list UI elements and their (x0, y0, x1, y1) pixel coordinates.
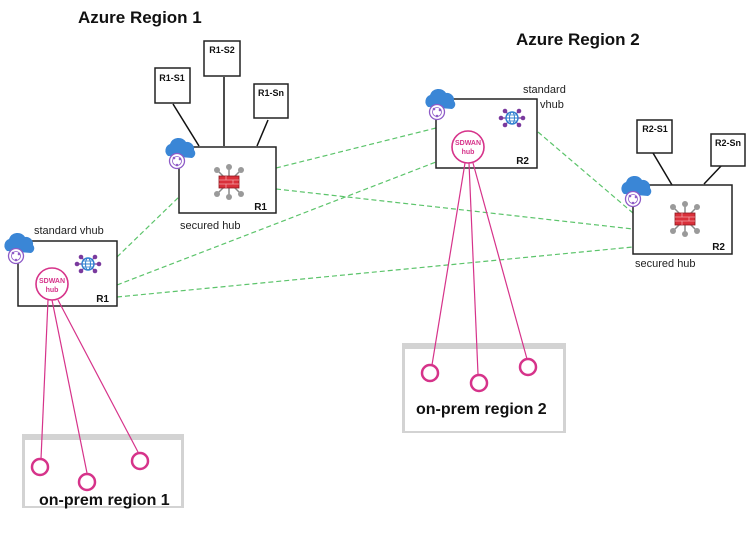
spoke-r2-sn[interactable]: R2-Sn (710, 133, 746, 167)
hub-r1-secured[interactable]: R1 secured hub (164, 137, 277, 232)
region-1-title: Azure Region 1 (78, 8, 202, 27)
onprem-site[interactable] (77, 472, 97, 492)
onprem-site[interactable] (518, 357, 538, 377)
spoke-r1-sn[interactable]: R1-Sn (253, 83, 289, 119)
sdwan-label: SDWAN (39, 278, 65, 285)
sdwan-label: hub (46, 287, 59, 294)
sdwan-label: SDWAN (455, 140, 481, 147)
onprem-label: on-prem region 1 (39, 492, 170, 509)
mesh-link-r1sec-r2sec (275, 188, 634, 230)
spoke-r1-s2[interactable]: R1-S2 (203, 40, 241, 77)
onprem-label: on-prem region 2 (416, 401, 547, 418)
hub-tag: R2 (516, 156, 529, 167)
sdwan-links-r1 (40, 299, 139, 474)
spoke-r2-s1[interactable]: R2-S1 (636, 119, 673, 154)
spoke-label: R1-S1 (159, 73, 185, 83)
r2-spoke-links (652, 152, 723, 186)
mesh-link-r1std-r2std (116, 161, 437, 286)
sdwan-hub-r2[interactable]: SDWAN hub (451, 130, 485, 164)
mesh-link-r2std-r2sec (537, 131, 634, 214)
spoke-r1-s1[interactable]: R1-S1 (154, 67, 191, 104)
r1-spoke-links (172, 77, 269, 147)
spoke-label: R1-Sn (258, 88, 284, 98)
mesh-link-r1std-r2sec (116, 246, 634, 298)
region-2-title: Azure Region 2 (516, 30, 640, 49)
spoke-label: R2-Sn (715, 138, 741, 148)
sdwan-links-r2 (431, 162, 528, 375)
hub-r2-standard[interactable]: standard vhub R2 SDWAN hub (424, 84, 566, 169)
onprem-region-1[interactable]: on-prem region 1 (22, 434, 184, 509)
hub-label: secured hub (180, 220, 241, 232)
spoke-label: R2-S1 (642, 124, 668, 134)
hub-r1-standard[interactable]: standard vhub R1 SDWAN hub (3, 225, 118, 307)
spoke-label: R1-S2 (209, 45, 235, 55)
onprem-site[interactable] (30, 457, 50, 477)
onprem-site[interactable] (469, 373, 489, 393)
hub-tag: R1 (96, 294, 109, 305)
hub-tag: R1 (254, 202, 267, 213)
hub-label: standard vhub (34, 225, 104, 237)
mesh-link-r1sec-r2std (275, 127, 437, 169)
sdwan-hub-r1[interactable]: SDWAN hub (35, 267, 69, 301)
sdwan-label: hub (462, 149, 475, 156)
onprem-site[interactable] (420, 363, 440, 383)
hub-r2-secured[interactable]: R2 secured hub (620, 175, 733, 270)
onprem-1-sites (30, 451, 150, 492)
hub-mesh-links (116, 127, 634, 298)
mesh-link-r1std-r1sec (116, 194, 182, 258)
onprem-2-sites (420, 357, 538, 393)
hub-tag: R2 (712, 242, 725, 253)
hub-label: secured hub (635, 258, 696, 270)
hub-label-line1: standard (523, 84, 566, 96)
hub-label-line2: vhub (540, 99, 564, 111)
onprem-site[interactable] (130, 451, 150, 471)
